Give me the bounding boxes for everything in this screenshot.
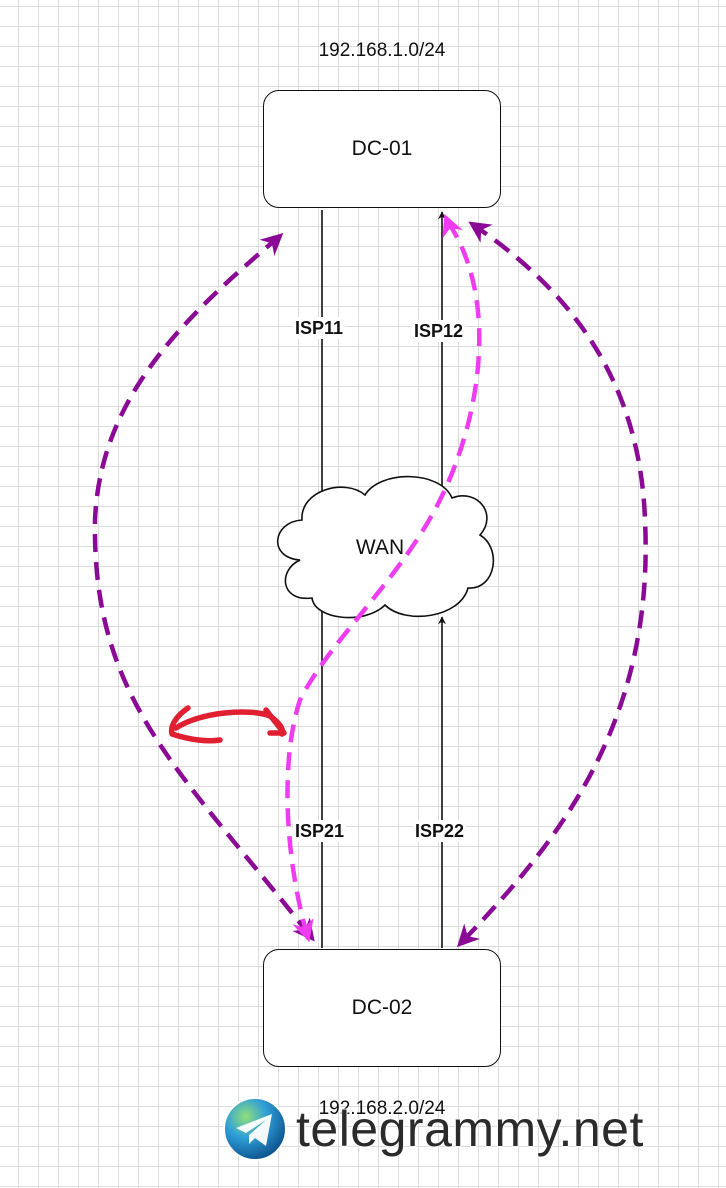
watermark-text: telegrammy.net — [295, 1100, 644, 1158]
dc01-label: DC-01 — [351, 137, 413, 160]
wan-cloud-shape — [276, 475, 495, 619]
wan-label: WAN — [355, 536, 405, 559]
red-annotation-arrowhead — [263, 707, 287, 736]
dc02-node[interactable]: DC-02 — [263, 949, 501, 1067]
failover-path-right — [456, 222, 648, 948]
isp21-label: ISP21 — [293, 820, 347, 842]
isp12-label: ISP12 — [412, 320, 466, 342]
dc01-node[interactable]: DC-01 — [263, 90, 501, 208]
bottom-subnet-label: 192.168.2.0/24 — [318, 1098, 446, 1119]
top-subnet-label: 192.168.1.0/24 — [318, 40, 446, 61]
dc02-label: DC-02 — [351, 996, 413, 1019]
isp22-label: ISP22 — [413, 820, 467, 842]
watermark: telegrammy.net — [222, 1094, 644, 1164]
isp11-label: ISP11 — [293, 317, 346, 339]
telegram-plane-icon — [223, 1097, 287, 1161]
failover-path-left — [92, 234, 315, 942]
traffic-path-magenta — [285, 220, 482, 943]
